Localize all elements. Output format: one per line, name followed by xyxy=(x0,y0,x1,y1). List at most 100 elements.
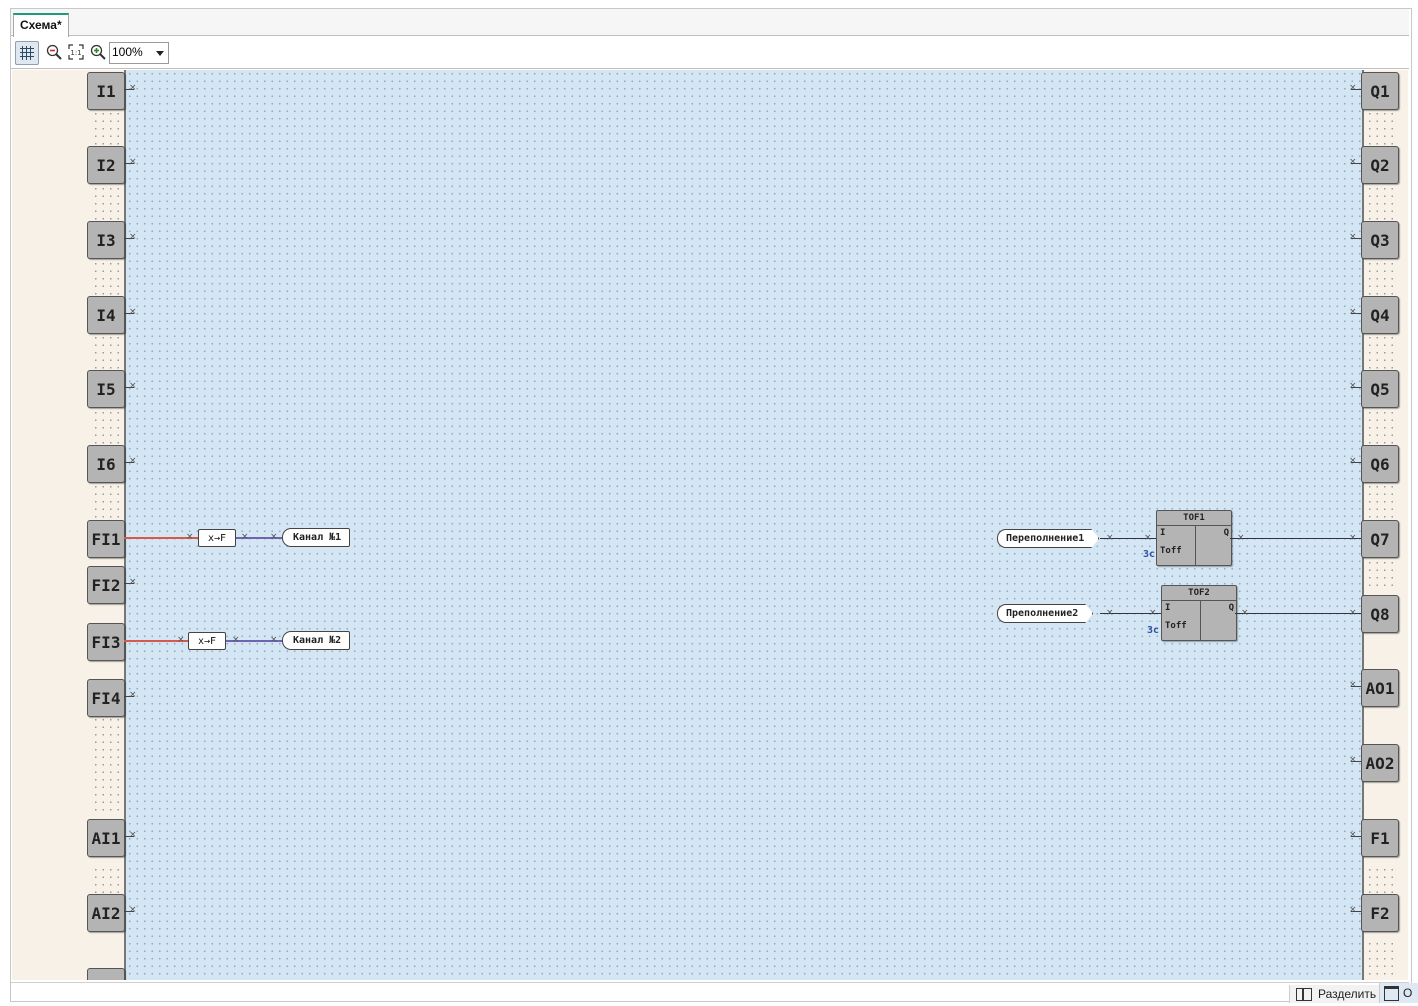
window-button[interactable]: О xyxy=(1379,983,1418,1003)
channel-tag-2[interactable]: Канал №2 xyxy=(282,631,351,650)
input-pin-i1[interactable]: I1 xyxy=(87,72,125,110)
output-pin-q4[interactable]: Q4 xyxy=(1361,296,1399,334)
zoom-out-icon xyxy=(46,44,62,60)
connection-x-icon[interactable]: × xyxy=(186,532,194,542)
connection-x-icon[interactable]: × xyxy=(1349,83,1357,93)
input-pin-fi4[interactable]: FI4 xyxy=(87,679,125,717)
connection-x-icon[interactable]: × xyxy=(241,532,249,542)
input-pin-i6[interactable]: I6 xyxy=(87,445,125,483)
output-pin-f2[interactable]: F2 xyxy=(1361,894,1399,932)
connection-x-icon[interactable]: × xyxy=(1349,680,1357,690)
connection-x-icon[interactable]: × xyxy=(129,456,137,466)
grid-icon xyxy=(20,46,34,60)
wire-converter-channel2[interactable] xyxy=(226,640,284,642)
zoom-out-button[interactable] xyxy=(43,41,65,63)
wire-fi3-converter[interactable] xyxy=(124,640,188,642)
connection-x-icon[interactable]: × xyxy=(1349,755,1357,765)
signal-tag-overflow-1[interactable]: Переполнение1 xyxy=(997,529,1099,548)
input-pin-fi3[interactable]: FI3 xyxy=(87,623,125,661)
output-pin-q2[interactable]: Q2 xyxy=(1361,146,1399,184)
connection-x-icon[interactable]: × xyxy=(129,690,137,700)
connection-x-icon[interactable]: × xyxy=(1349,905,1357,915)
connection-x-icon[interactable]: × xyxy=(1349,608,1357,618)
connection-x-icon[interactable]: × xyxy=(270,635,278,645)
zoom-actual-size-button[interactable]: 1:1 xyxy=(65,41,87,63)
connection-x-icon[interactable]: × xyxy=(129,381,137,391)
grid-toggle-button[interactable] xyxy=(15,41,39,65)
connection-x-icon[interactable]: × xyxy=(1349,381,1357,391)
connection-x-icon[interactable]: × xyxy=(177,635,185,645)
connection-x-icon[interactable]: × xyxy=(129,905,137,915)
input-pin-i3[interactable]: I3 xyxy=(87,221,125,259)
connection-x-icon[interactable]: × xyxy=(1349,307,1357,317)
connection-x-icon[interactable]: × xyxy=(129,83,137,93)
wire-fi1-converter[interactable] xyxy=(124,537,198,539)
pin-stub xyxy=(1351,163,1361,164)
converter-block-1[interactable]: x→F xyxy=(198,529,236,547)
input-pin-fi1[interactable]: FI1 xyxy=(87,520,125,558)
zoom-select[interactable]: 100% xyxy=(109,42,169,64)
converter-block-2[interactable]: x→F xyxy=(188,632,226,650)
connection-x-icon[interactable]: × xyxy=(1349,456,1357,466)
tof1-block[interactable]: TOF1 I Toff Q xyxy=(1156,510,1232,566)
wire-converter-channel1[interactable] xyxy=(236,537,284,539)
chevron-down-icon xyxy=(156,51,164,56)
connection-x-icon[interactable]: × xyxy=(270,532,278,542)
connection-x-icon[interactable]: × xyxy=(1144,533,1152,543)
input-pin-partial[interactable] xyxy=(87,968,125,980)
wire-signal1-tof1[interactable] xyxy=(1100,538,1156,539)
signal-tag-overflow-2[interactable]: Преполнение2 xyxy=(997,604,1093,623)
connection-x-icon[interactable]: × xyxy=(1106,608,1114,618)
connection-x-icon[interactable]: × xyxy=(1349,830,1357,840)
connection-x-icon[interactable]: × xyxy=(1349,232,1357,242)
output-pin-q3[interactable]: Q3 xyxy=(1361,221,1399,259)
wire-tof2-q8[interactable] xyxy=(1235,613,1361,614)
split-button[interactable]: Разделить xyxy=(1289,985,1383,1003)
connection-x-icon[interactable]: × xyxy=(129,307,137,317)
tof2-toff-param[interactable]: 3с xyxy=(1147,625,1160,636)
tof1-toff-param[interactable]: 3с xyxy=(1143,549,1156,560)
pin-stub xyxy=(1351,836,1361,837)
output-pin-q7[interactable]: Q7 xyxy=(1361,520,1399,558)
output-pin-f1[interactable]: F1 xyxy=(1361,819,1399,857)
tof1-pin-i: I xyxy=(1160,528,1166,538)
pin-stub xyxy=(124,911,134,912)
output-pin-q8[interactable]: Q8 xyxy=(1361,595,1399,633)
connection-x-icon[interactable]: × xyxy=(129,830,137,840)
connection-x-icon[interactable]: × xyxy=(1349,533,1357,543)
tof1-inputs-area xyxy=(1157,525,1196,566)
connection-x-icon[interactable]: × xyxy=(129,577,137,587)
connection-x-icon[interactable]: × xyxy=(1349,157,1357,167)
wire-signal2-tof2[interactable] xyxy=(1100,613,1161,614)
channel-tag-1[interactable]: Канал №1 xyxy=(282,528,351,547)
input-pin-ai1[interactable]: AI1 xyxy=(87,819,125,857)
connection-x-icon[interactable]: × xyxy=(1241,608,1249,618)
wire-tof1-q7[interactable] xyxy=(1230,538,1361,539)
input-pin-i2[interactable]: I2 xyxy=(87,146,125,184)
output-pin-q5[interactable]: Q5 xyxy=(1361,370,1399,408)
connection-x-icon[interactable]: × xyxy=(1149,608,1157,618)
pin-gap xyxy=(1366,940,1396,980)
pin-stub xyxy=(1351,686,1361,687)
output-pin-q1[interactable]: Q1 xyxy=(1361,72,1399,110)
output-pin-ao2[interactable]: AO2 xyxy=(1361,744,1399,782)
input-pin-i5[interactable]: I5 xyxy=(87,370,125,408)
input-pin-ai2[interactable]: AI2 xyxy=(87,894,125,932)
zoom-in-button[interactable] xyxy=(87,41,109,63)
connection-x-icon[interactable]: × xyxy=(1237,533,1245,543)
connection-x-icon[interactable]: × xyxy=(232,635,240,645)
scheme-canvas[interactable]: I1 I2 I3 I4 I5 I6 FI1 FI2 FI3 FI4 AI1 AI… xyxy=(12,70,1408,980)
tab-scheme[interactable]: Схема* xyxy=(13,13,69,37)
connection-x-icon[interactable]: × xyxy=(1106,533,1114,543)
connection-x-icon[interactable]: × xyxy=(129,232,137,242)
input-pin-fi2[interactable]: FI2 xyxy=(87,566,125,604)
output-pin-q6[interactable]: Q6 xyxy=(1361,445,1399,483)
connection-x-icon[interactable]: × xyxy=(129,157,137,167)
window-label: О xyxy=(1403,986,1413,1000)
output-pin-ao1[interactable]: AO1 xyxy=(1361,669,1399,707)
pin-stub xyxy=(124,583,134,584)
input-pin-i4[interactable]: I4 xyxy=(87,296,125,334)
pin-gap xyxy=(1366,185,1396,225)
tof2-block[interactable]: TOF2 I Toff Q xyxy=(1161,585,1237,641)
pin-gap xyxy=(92,716,122,812)
